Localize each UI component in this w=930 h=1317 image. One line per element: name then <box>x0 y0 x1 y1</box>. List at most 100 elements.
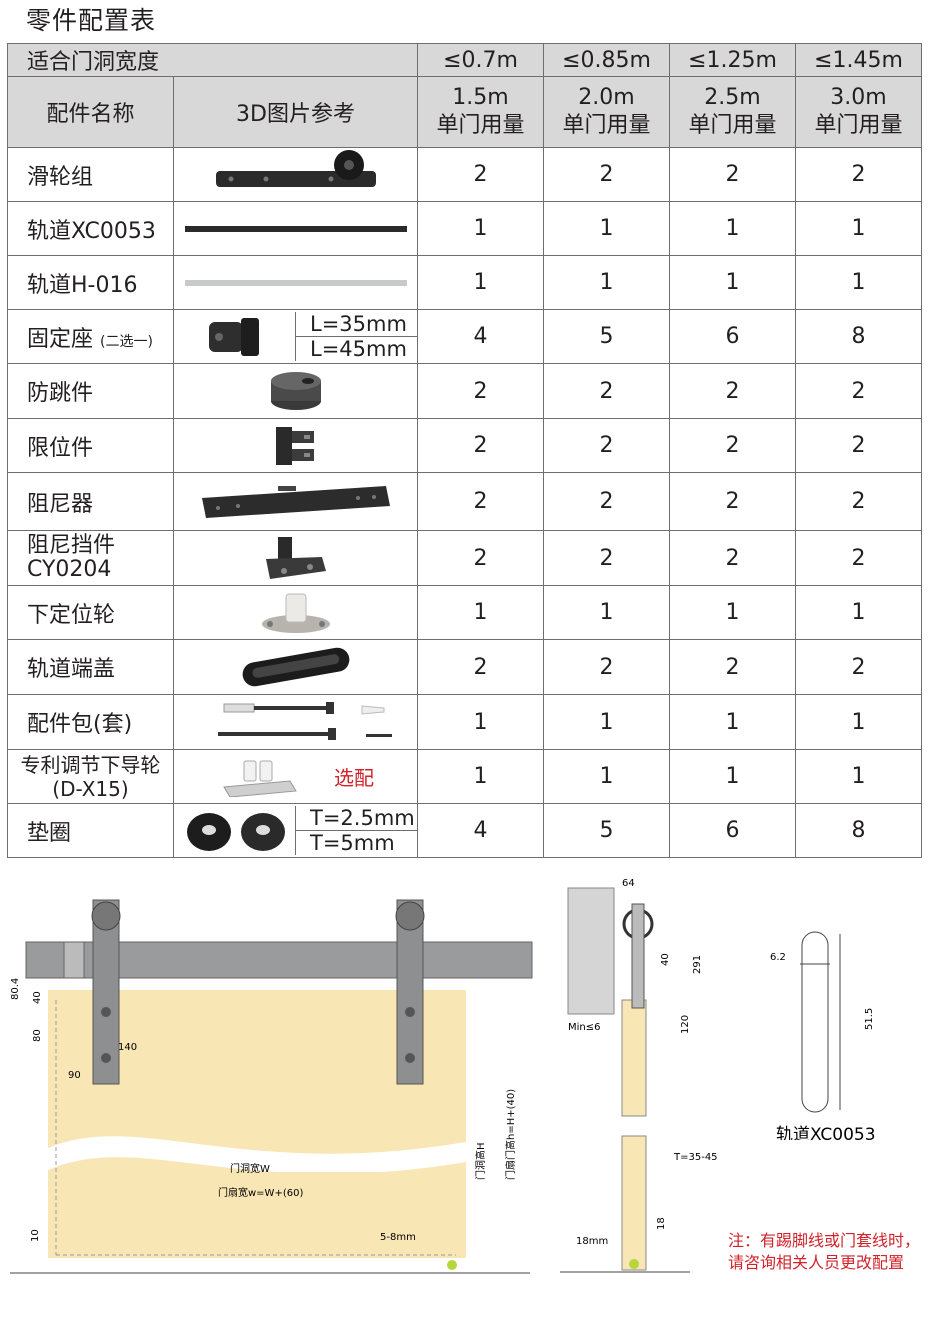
dim-label: 80 <box>32 1029 43 1042</box>
silver-track-icon <box>184 279 407 286</box>
part-image <box>173 363 418 419</box>
part-image <box>173 147 418 202</box>
qty-cell: 2 <box>543 472 670 531</box>
door-size-header: 3.0m 单门用量 <box>795 76 922 148</box>
part-name: 限位件 <box>7 418 174 473</box>
qty-cell: 1 <box>669 585 796 640</box>
dim-label: 40 <box>32 991 43 1004</box>
qty-cell: 2 <box>795 147 922 202</box>
dim-label: 64 <box>622 878 635 889</box>
parts-table: 适合门洞宽度 ≤0.7m ≤0.85m ≤1.25m ≤1.45m 配件名称 3… <box>7 43 922 858</box>
door-size: 2.0m <box>578 85 635 110</box>
option-label: L=45mm <box>296 336 417 361</box>
table-row: 下定位轮 1 1 1 1 <box>7 585 922 640</box>
qty-cell: 1 <box>795 255 922 310</box>
qty-cell: 8 <box>795 803 922 858</box>
side-section-drawing: 64 40 291 120 Min≤6 T=35-45 18mm 18 <box>560 878 718 1273</box>
qty-cell: 1 <box>417 749 544 804</box>
width-cell: ≤0.85m <box>543 43 670 77</box>
dim-label: 80.4 <box>10 978 21 1000</box>
qty-label: 单门用量 <box>814 113 903 138</box>
mounting-seat-icon <box>208 317 259 356</box>
width-cell: ≤1.25m <box>669 43 796 77</box>
qty-cell: 2 <box>417 147 544 202</box>
qty-cell: 2 <box>417 530 544 586</box>
dim-label: 18mm <box>576 1236 608 1247</box>
part-model: CY0204 <box>27 557 112 582</box>
screw-pack-icon <box>217 702 392 740</box>
dim-label: Min≤6 <box>568 1022 601 1033</box>
part-name: 下定位轮 <box>7 585 174 640</box>
floor-guide-icon <box>261 593 330 633</box>
part-name: 垫圈 <box>7 803 174 858</box>
qty-cell: 1 <box>669 694 796 750</box>
table-row: 限位件 2 2 2 2 <box>7 418 922 473</box>
leaf-width-label: 门扇宽w=W+(60) <box>218 1186 303 1199</box>
dim-label: 40 <box>660 953 671 966</box>
qty-cell: 6 <box>669 309 796 364</box>
option-label: T=5mm <box>296 830 417 855</box>
part-name: 阻尼器 <box>7 472 174 531</box>
table-row: 配件包(套) 1 1 1 1 <box>7 694 922 750</box>
qty-cell: 2 <box>417 418 544 473</box>
dim-label: T=35-45 <box>673 1152 718 1163</box>
leaf-height-label: 门扇门高h=H+(40) <box>504 1089 517 1180</box>
qty-cell: 1 <box>417 694 544 750</box>
fit-width-row: 适合门洞宽度 ≤0.7m ≤0.85m ≤1.25m ≤1.45m <box>7 43 922 77</box>
option-label: T=2.5mm <box>310 806 415 830</box>
track-profile-drawing: 6.2 51.5 轨道XC0053 <box>770 931 876 1140</box>
end-cap-icon <box>242 647 349 687</box>
note-line: 注：有踢脚线或门套线时， <box>728 1231 921 1250</box>
table-row: 轨道XC0053 1 1 1 1 <box>7 201 922 256</box>
qty-cell: 2 <box>669 472 796 531</box>
qty-cell: 1 <box>795 201 922 256</box>
qty-cell: 8 <box>795 309 922 364</box>
qty-cell: 4 <box>417 309 544 364</box>
qty-cell: 4 <box>417 803 544 858</box>
qty-cell: 1 <box>795 585 922 640</box>
qty-cell: 1 <box>543 201 670 256</box>
anti-jump-icon <box>270 372 321 410</box>
qty-cell: 1 <box>543 694 670 750</box>
part-name-cell: 固定座 (二选一) <box>7 309 174 364</box>
stopper-icon <box>275 426 314 465</box>
part-name: 滑轮组 <box>7 147 174 202</box>
door-size: 1.5m <box>452 85 509 110</box>
dim-label: 10 <box>30 1229 41 1242</box>
thickness-options: T=2.5mm T=5mm <box>295 806 417 855</box>
image-col-header: 3D图片参考 <box>173 76 418 148</box>
page-title: 零件配置表 <box>26 6 157 35</box>
part-model: (D-X15) <box>52 776 129 801</box>
dim-label: 90 <box>68 1070 81 1081</box>
dim-label: 18 <box>656 1217 667 1230</box>
table-row: 防跳件 2 2 2 2 <box>7 363 922 419</box>
part-image <box>173 585 418 640</box>
qty-cell: 2 <box>543 530 670 586</box>
part-name: 防跳件 <box>7 363 174 419</box>
width-cell: ≤0.7m <box>417 43 544 77</box>
part-name: 轨道XC0053 <box>7 201 174 256</box>
table-row: 阻尼器 2 2 2 2 <box>7 472 922 531</box>
qty-cell: 2 <box>417 363 544 419</box>
qty-cell: 1 <box>543 585 670 640</box>
note-line: 请咨询相关人员更改配置 <box>728 1253 905 1272</box>
opening-width-label: 门洞宽W <box>230 1162 270 1175</box>
qty-cell: 2 <box>669 639 796 695</box>
qty-cell: 2 <box>669 147 796 202</box>
qty-cell: 2 <box>795 530 922 586</box>
door-size: 3.0m <box>830 85 887 110</box>
front-elevation-drawing: 80.4 40 80 140 90 门洞宽W 门扇宽w=W+(60) 门洞高H … <box>10 899 533 1274</box>
gap-label: 5-8mm <box>380 1232 416 1243</box>
qty-cell: 1 <box>795 749 922 804</box>
part-image <box>173 694 418 750</box>
washer-icon <box>186 812 285 851</box>
part-image <box>173 530 418 586</box>
length-options: L=35mm L=45mm <box>295 312 417 361</box>
choose-one-note: (二选一) <box>100 333 153 350</box>
adjustable-guide-icon <box>223 760 297 797</box>
qty-label: 单门用量 <box>436 113 525 138</box>
part-image: T=2.5mm T=5mm <box>173 803 418 858</box>
